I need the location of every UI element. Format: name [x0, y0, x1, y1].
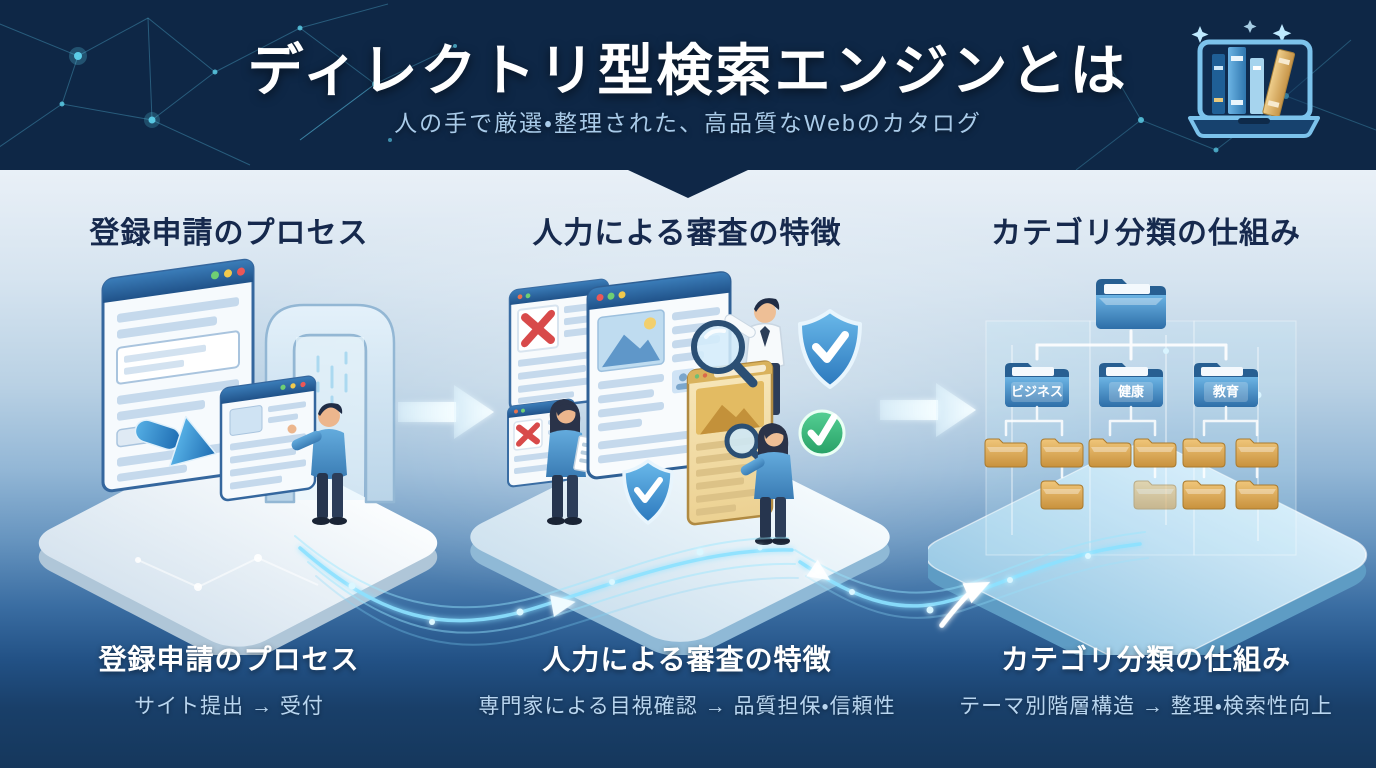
header-notch: [628, 170, 748, 198]
heading-registration-process: 登録申請のプロセス: [89, 217, 369, 250]
heading-human-review: 人力による審査の特徴: [532, 217, 842, 250]
glass-panels: [985, 320, 1297, 556]
human-review-scene: [470, 271, 890, 655]
folder-label-health: 健康: [1117, 384, 1144, 399]
category-folder-business: ビジネス: [1005, 363, 1069, 407]
category-folder-education: 教育: [1194, 363, 1258, 407]
books-icon: [1212, 47, 1296, 118]
shield-check-icon: [798, 309, 862, 389]
subfolder-row-2: [1040, 480, 1279, 510]
subfolder-row-1: [984, 438, 1279, 468]
category-folder-health: 健康: [1099, 363, 1163, 407]
page-title: ディレクトリ型検索エンジンとは: [247, 41, 1129, 103]
footer-subtitle: サイト提出 → 受付: [134, 695, 324, 718]
person-reviewer-magnifier: [724, 423, 794, 545]
root-folder-icon: [1096, 279, 1166, 329]
person-submitter: [287, 403, 347, 525]
red-x-icon: [516, 422, 540, 447]
red-x-icon: [521, 309, 555, 348]
header-band: ディレクトリ型検索エンジンとは 人の手で厳選・整理された、高品質なWebのカタロ…: [0, 0, 1376, 170]
page-subtitle: 人の手で厳選・整理された、高品質なWebのカタログ: [394, 110, 982, 136]
footer-category-structure: カテゴリ分類の仕組み テーマ別階層構造 → 整理・検索性向上: [916, 638, 1376, 720]
footer-subtitle: 専門家による目視確認 → 品質担保・信頼性: [478, 695, 896, 718]
browser-window-small: [219, 375, 317, 502]
green-check-icon: [798, 409, 846, 457]
category-tree-scene: ビジネス 健康 教育: [928, 279, 1368, 655]
folder-label-education: 教育: [1212, 384, 1239, 399]
footer-subtitle: テーマ別階層構造 → 整理・検索性向上: [959, 695, 1333, 718]
submission-scene: [38, 258, 438, 655]
laptop-books-icon: [1188, 20, 1320, 138]
folder-label-business: ビジネス: [1011, 384, 1063, 399]
tree-connectors-level2: [1004, 405, 1259, 479]
magnifier-icon: [691, 320, 758, 388]
footer-registration-process: 登録申請のプロセス サイト提出 → 受付: [0, 638, 459, 720]
footer-title: カテゴリ分類の仕組み: [1000, 644, 1291, 675]
diagram-area: 登録申請のプロセス 人力による審査の特徴 カテゴリ分類の仕組み: [0, 170, 1376, 768]
tree-connectors-level1: [1035, 329, 1228, 361]
person-inspector: [724, 298, 785, 415]
rejected-site-window-1: [508, 278, 610, 412]
footer-human-review: 人力による審査の特徴 専門家による目視確認 → 品質担保・信頼性: [457, 638, 917, 720]
footer-title: 登録申請のプロセス: [98, 644, 360, 675]
shield-check-icon: [622, 459, 674, 525]
submit-arrow-icon: [134, 415, 217, 467]
footer-title: 人力による審査の特徴: [542, 644, 832, 675]
sparkle-icon: [1191, 20, 1292, 43]
heading-category-structure: カテゴリ分類の仕組み: [991, 217, 1301, 250]
